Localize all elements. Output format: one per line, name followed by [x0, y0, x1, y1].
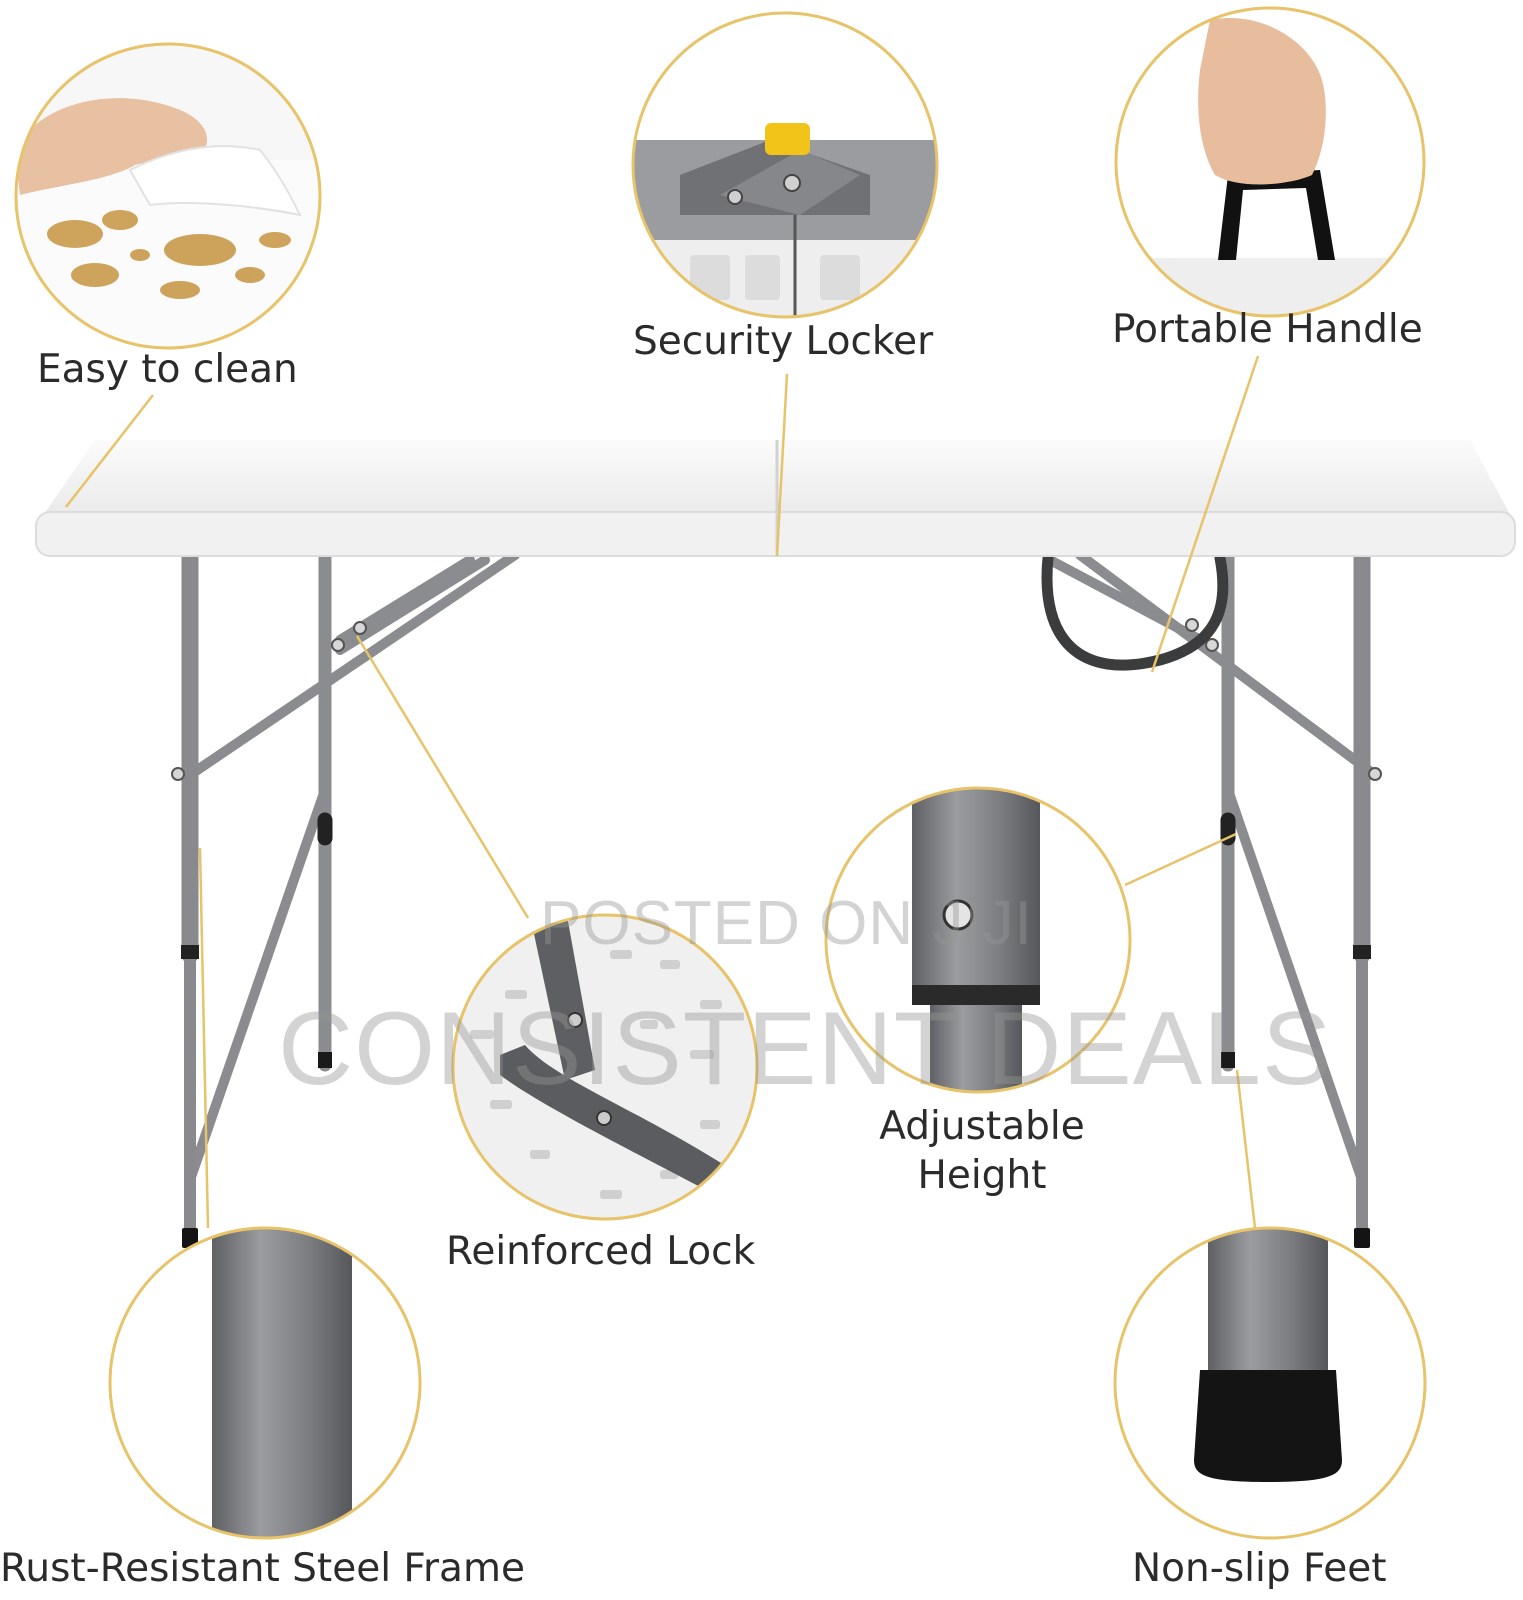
table-top [35, 440, 1516, 557]
security-locker-detail [631, 11, 939, 319]
hand-icon [16, 98, 208, 195]
label-adjustable-line1: Adjustable [879, 1104, 1085, 1149]
label-non-slip-feet: Non-slip Feet [1132, 1546, 1387, 1591]
callout-lines [65, 355, 1260, 1229]
label-reinforced-lock: Reinforced Lock [446, 1229, 756, 1274]
label-steel-frame: Rust-Resistant Steel Frame [0, 1546, 525, 1591]
label-easy-to-clean: Easy to clean [37, 347, 298, 392]
latch-icon [765, 123, 810, 155]
label-adjustable-line2: Height [917, 1152, 1047, 1198]
label-security-locker: Security Locker [633, 319, 934, 364]
easy-clean-detail [14, 42, 322, 350]
back-legs [318, 548, 1235, 1072]
pin-icon [942, 899, 974, 931]
hand-icon [1198, 18, 1326, 185]
carry-strap [1041, 552, 1229, 671]
portable-handle-detail [1114, 6, 1426, 318]
label-adjustable-height: Adjustable Height [872, 1103, 1092, 1201]
cloth-icon [128, 145, 302, 217]
reinforced-lock-detail [451, 913, 759, 1221]
cross-braces [185, 550, 1380, 1185]
folding-table [35, 440, 1516, 1248]
label-portable-handle: Portable Handle [1112, 307, 1423, 352]
rubber-foot-icon [1194, 1370, 1342, 1482]
non-slip-feet-detail [1113, 1226, 1427, 1540]
leg-bolts [171, 618, 1382, 781]
front-legs [181, 546, 1371, 1248]
adjustable-height-detail [824, 786, 1132, 1094]
spill-stains [47, 210, 291, 299]
steel-frame-detail [108, 1226, 422, 1540]
